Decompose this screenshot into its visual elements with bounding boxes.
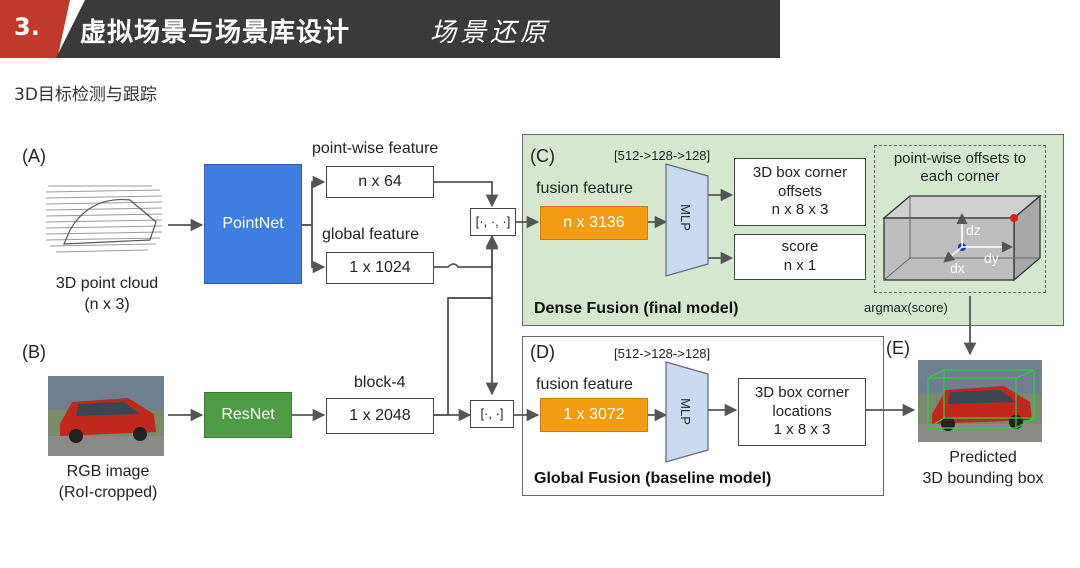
pointwise-feature-box: n x 64	[326, 166, 434, 198]
mlp-c-shape	[665, 163, 709, 277]
argmax-label: argmax(score)	[864, 300, 948, 315]
label-e: (E)	[886, 338, 910, 358]
mlp-dims-c: [512->128->128]	[614, 148, 711, 163]
axis-dz-label: dz	[966, 222, 981, 238]
mlp-d-shape	[665, 361, 709, 463]
rgb-caption: RGB image (RoI-cropped)	[58, 463, 158, 501]
corner-locations-box: 3D box corner locations 1 x 8 x 3	[738, 378, 866, 446]
fusion-feature-label-c: fusion feature	[536, 180, 633, 197]
pointwise-feature-label: point-wise feature	[312, 140, 439, 157]
concat-bottom-box: [·, ·]	[470, 400, 514, 428]
section-subtitle: 场景还原	[430, 18, 551, 48]
fusion-feature-label-d: fusion feature	[536, 376, 633, 393]
global-fusion-title: Global Fusion (baseline model)	[534, 470, 772, 487]
mlp-c-label: MLP	[677, 204, 693, 231]
label-b: (B)	[22, 342, 46, 362]
label-a: (A)	[22, 146, 46, 166]
predicted-box-image	[918, 360, 1042, 442]
block4-box: 1 x 2048	[326, 398, 434, 434]
resnet-box: ResNet	[204, 392, 292, 438]
point-cloud-caption: 3D point cloud (n x 3)	[55, 275, 159, 313]
page-subtitle: 3D目标检测与跟踪	[14, 85, 157, 105]
concat-top-box: [·, ·, ·]	[470, 208, 516, 236]
corner-offsets-box: 3D box corner offsets n x 8 x 3	[734, 158, 866, 226]
rgb-car-image	[48, 376, 164, 456]
corner-cube	[882, 194, 1042, 282]
offsets-note: point-wise offsets to each corner	[893, 150, 1027, 185]
point-cloud-image	[44, 180, 164, 260]
predicted-caption: Predicted 3D bounding box	[922, 449, 1044, 487]
offsets-dashed-box	[874, 145, 1046, 293]
header-banner: 3. 虚拟场景与场景库设计 场景还原	[0, 0, 780, 58]
fusion-box-d: 1 x 3072	[540, 398, 648, 432]
section-number: 3.	[14, 13, 40, 41]
score-box: score n x 1	[734, 234, 866, 280]
mlp-dims-d: [512->128->128]	[614, 346, 711, 361]
axis-dy-label: dy	[984, 250, 999, 266]
label-d: (D)	[530, 342, 555, 362]
dense-fusion-title: Dense Fusion (final model)	[534, 300, 739, 317]
global-feature-label: global feature	[322, 226, 419, 243]
section-title: 虚拟场景与场景库设计	[80, 18, 351, 48]
pointnet-box: PointNet	[204, 164, 302, 284]
axis-dx-label: dx	[950, 260, 965, 276]
fusion-box-c: n x 3136	[540, 206, 648, 240]
mlp-d-label: MLP	[677, 398, 693, 425]
label-c: (C)	[530, 146, 555, 166]
banner-title-bar	[56, 0, 780, 58]
block4-label: block-4	[354, 374, 406, 391]
banner-number-tab	[0, 0, 70, 58]
global-feature-box: 1 x 1024	[326, 252, 434, 284]
